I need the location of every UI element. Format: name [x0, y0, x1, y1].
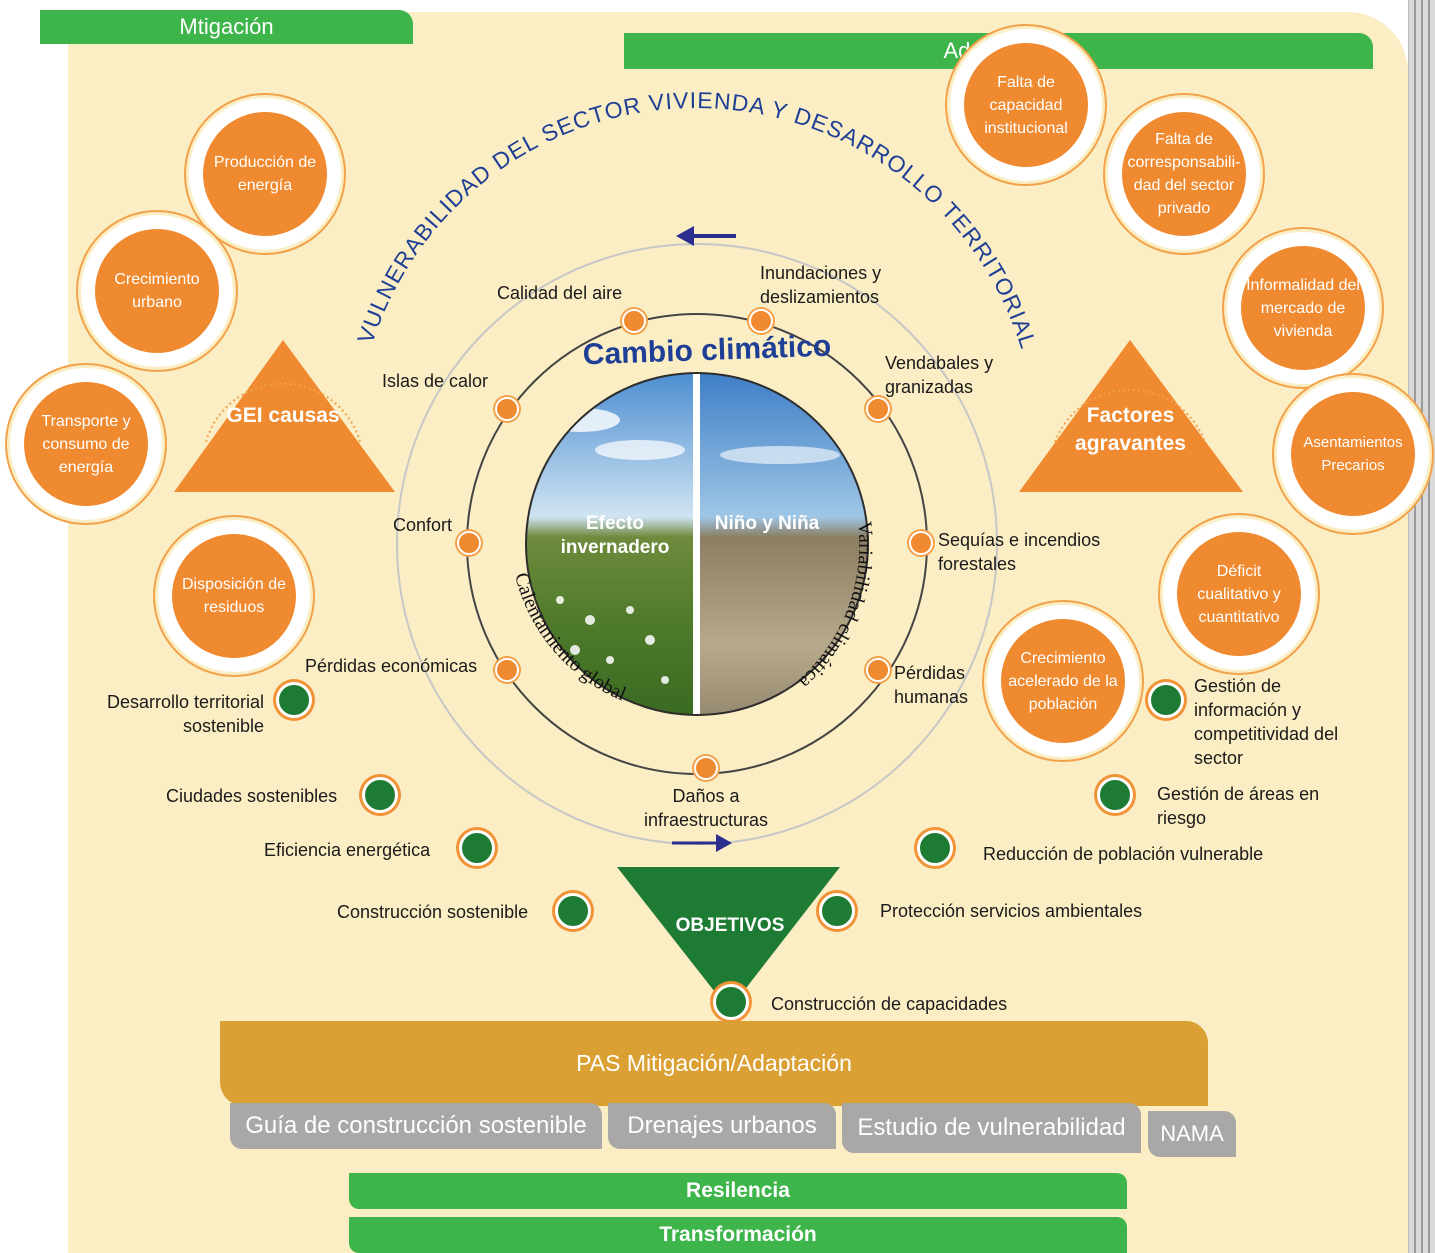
impact-dot-confort: [457, 531, 481, 555]
crecimiento-urbano-text: Crecimiento urbano: [114, 271, 200, 311]
crecimiento-acelerado-text: Crecimiento acelerado de la población: [1008, 649, 1118, 713]
calidad-aire-label: Calidad del aire: [497, 283, 623, 303]
cycle-arrow-top: [676, 226, 736, 246]
falta-corresponsabilidad-text: Falta de corresponsabili-dad del sector …: [1127, 131, 1241, 217]
eficiencia-energetica-label: Eficiencia energética: [264, 840, 431, 860]
gei-triangle: [174, 340, 395, 492]
islas-calor-label: Islas de calor: [382, 371, 489, 391]
pas-banner: PAS Mitigación/Adaptación: [220, 1021, 1208, 1106]
asentamientos-precarios-text: Asentamientos Precarios: [1303, 434, 1403, 474]
deficit-circle: Déficit cualitativo y cuantitativo: [1163, 518, 1315, 670]
falta-capacidad-text: Falta de capacidad institucional: [984, 73, 1068, 137]
danos-label: Daños a infraestructuras: [643, 786, 769, 830]
outer-arc-title: VULNERABILIDAD DEL SECTOR VIVIENDA Y DES…: [352, 87, 1042, 352]
gestion-areas-label: Gestión de áreas en riesgo: [1157, 784, 1320, 828]
impact-dot-perdidas-hum: [866, 658, 890, 682]
proteccion-servicios-label: Protección servicios ambientales: [880, 901, 1143, 921]
ciudades-sostenibles-label: Ciudades sostenibles: [166, 786, 338, 806]
factores-agravantes-label: Factores agravantes: [1075, 404, 1186, 455]
sequias-label: Sequías e incendios forestales: [938, 530, 1101, 574]
impact-dot-inundaciones: [749, 309, 773, 333]
tool-guia: Guía de construcción sostenible: [230, 1103, 602, 1149]
vendabales-label: Vendabales y granizadas: [885, 353, 994, 397]
objective-dot-reduccion: [917, 830, 953, 866]
objective-dot-gestion-info: [1148, 682, 1184, 718]
tool-drenajes: Drenajes urbanos: [608, 1103, 836, 1149]
cambio-climatico-title-box: Cambio climático: [527, 324, 867, 404]
produccion-energia-circle: Producción de energía: [189, 98, 341, 250]
factores-triangle: [1019, 340, 1243, 492]
falta-corresponsabilidad-circle: Falta de corresponsabili-dad del sector …: [1108, 98, 1260, 250]
perdidas-humanas-label: Pérdidas humanas: [894, 663, 969, 707]
objective-dot-capacidades: [713, 984, 749, 1020]
tool-estudio: Estudio de vulnerabilidad: [842, 1103, 1141, 1153]
impact-dot-vendabales: [866, 397, 890, 421]
perdidas-economicas-label: Pérdidas económicas: [305, 656, 478, 676]
outer-arc-title-text: VULNERABILIDAD DEL SECTOR VIVIENDA Y DES…: [352, 87, 1041, 352]
falta-capacidad-circle: Falta de capacidad institucional: [950, 29, 1102, 181]
transporte-energia-circle: Transporte y consumo de energía: [10, 368, 162, 520]
objetivos-triangle: [617, 867, 840, 1010]
cambio-climatico-title: Cambio climático: [582, 329, 832, 372]
informalidad-mercado-circle: Informalidad del mercado de vivienda: [1227, 232, 1379, 384]
transformacion-bar: Transformación: [349, 1217, 1127, 1253]
resiliencia-bar: Resilencia: [349, 1173, 1127, 1209]
objective-dot-construccion-sost: [555, 893, 591, 929]
objective-dot-desarrollo: [276, 682, 312, 718]
tool-nama: NAMA: [1148, 1111, 1236, 1157]
informalidad-mercado-text: Informalidad del mercado de vivienda: [1246, 276, 1360, 340]
objetivos-label: OBJETIVOS: [675, 915, 785, 936]
disposicion-residuos-text: Disposición de residuos: [181, 576, 287, 616]
impact-dot-islas-calor: [495, 397, 519, 421]
reduccion-poblacion-label: Reducción de población vulnerable: [983, 844, 1264, 864]
gestion-informacion-label: Gestión de información y competitividad …: [1194, 676, 1339, 768]
asentamientos-precarios-circle: Asentamientos Precarios: [1277, 378, 1429, 530]
objective-dot-ciudades: [362, 777, 398, 813]
impact-dot-danos: [694, 756, 718, 780]
gei-causas-label: GEI causas: [226, 404, 340, 427]
nino-nina-label: Niño y Niña: [714, 513, 820, 534]
efecto-invernadero-label: Efecto invernadero: [560, 513, 670, 558]
objective-dot-eficiencia: [459, 830, 495, 866]
crecimiento-acelerado-circle: Crecimiento acelerado de la población: [987, 605, 1139, 757]
impact-dot-calidad-aire: [622, 309, 646, 333]
impact-dot-perdidas-econ: [495, 658, 519, 682]
objective-dot-proteccion: [819, 893, 855, 929]
produccion-energia-text: Producción de energía: [213, 154, 317, 194]
impact-dot-sequias: [909, 531, 933, 555]
disposicion-residuos-circle: Disposición de residuos: [158, 520, 310, 672]
deficit-text: Déficit cualitativo y cuantitativo: [1197, 562, 1281, 626]
inundaciones-label: Inundaciones y deslizamientos: [760, 263, 882, 307]
crecimiento-urbano-circle: Crecimiento urbano: [81, 215, 233, 367]
mitigacion-tab: Mtigación: [40, 10, 413, 44]
cycle-arrow-bottom: [672, 834, 732, 852]
construccion-capacidades-label: Construcción de capacidades: [771, 994, 1008, 1014]
transporte-energia-text: Transporte y consumo de energía: [41, 412, 131, 476]
objective-dot-gestion-areas: [1097, 777, 1133, 813]
desarrollo-territorial-label: Desarrollo territorial sostenible: [106, 692, 264, 736]
construccion-sostenible-label: Construcción sostenible: [337, 902, 529, 922]
confort-label: Confort: [393, 515, 453, 535]
right-edge-strip: [1408, 0, 1435, 1253]
